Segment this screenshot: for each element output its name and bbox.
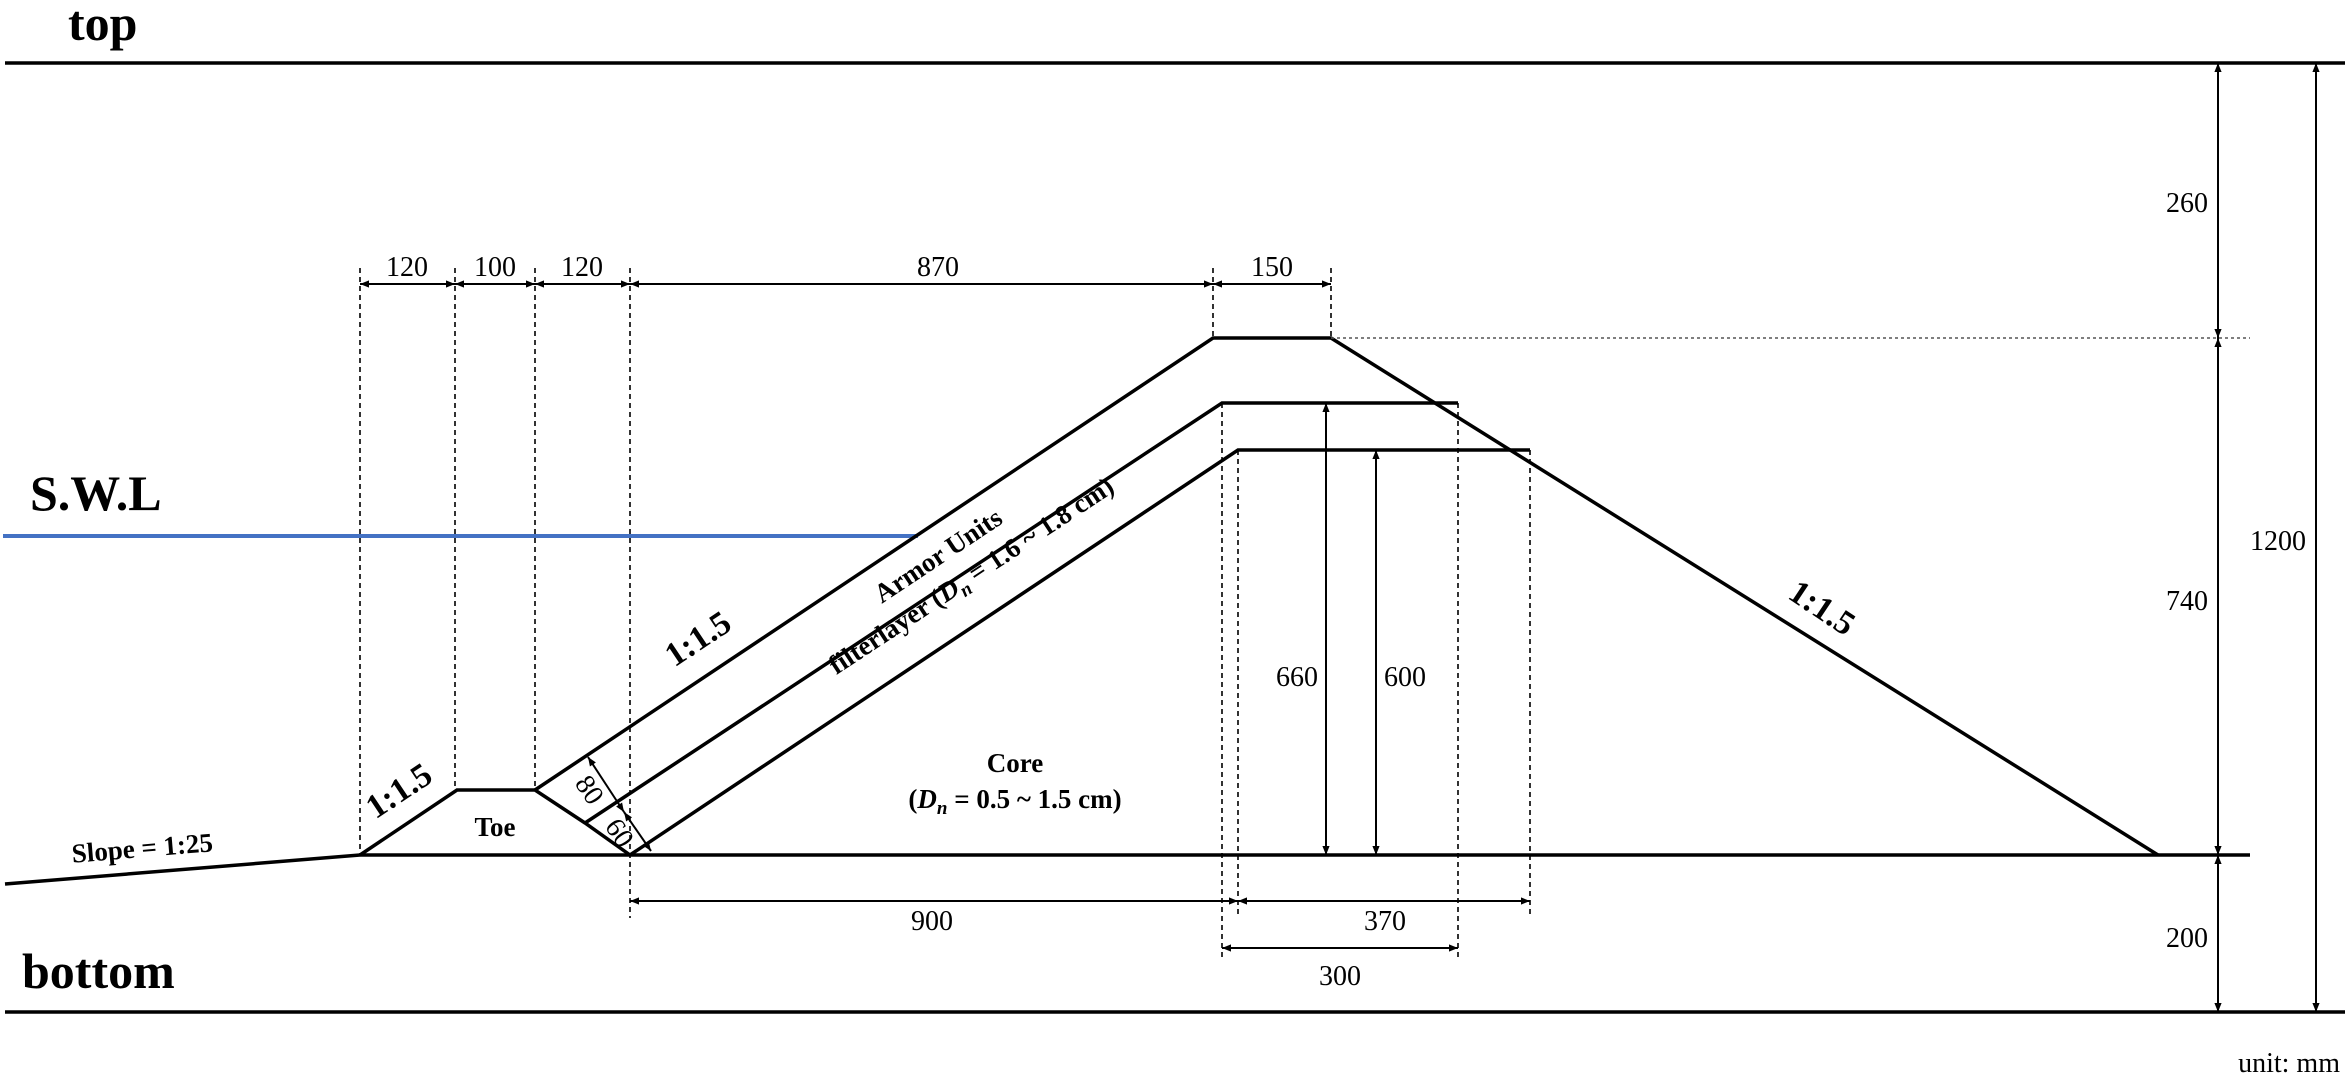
top-label: top xyxy=(68,0,137,51)
dim-740: 740 xyxy=(2166,586,2208,617)
dim-80: 80 xyxy=(568,770,609,811)
dim-660: 660 xyxy=(1276,662,1318,693)
core-diameter-range: = 0.5 ~ 1.5 cm) xyxy=(947,784,1121,814)
filter-layer-label: filterlayer (Dn = 1.6 ~ 1.8 cm) xyxy=(823,471,1122,685)
core-diameter-symbol: D xyxy=(916,784,937,814)
toe-slope-label: 1:1.5 xyxy=(359,756,438,826)
dim-870: 870 xyxy=(917,252,959,283)
core-diameter-label: (Dn = 0.5 ~ 1.5 cm) xyxy=(908,784,1121,819)
unit-label: unit: mm xyxy=(2238,1048,2340,1079)
dim-line-60 xyxy=(623,811,652,852)
dim-260: 260 xyxy=(2166,188,2208,219)
core-diameter-prefix: ( xyxy=(908,784,917,814)
seabed-slope-line xyxy=(4,853,361,886)
dim-600: 600 xyxy=(1384,662,1426,693)
dim-200: 200 xyxy=(2166,923,2208,954)
dim-300: 300 xyxy=(1319,961,1361,992)
dim-120b: 120 xyxy=(561,252,603,283)
seabed-slope-label: Slope = 1:25 xyxy=(71,827,214,868)
dim-900: 900 xyxy=(911,906,953,937)
dim-370: 370 xyxy=(1364,906,1406,937)
dim-120a: 120 xyxy=(386,252,428,283)
bottom-label: bottom xyxy=(22,943,175,999)
dim-100: 100 xyxy=(474,252,516,283)
swl-label: S.W.L xyxy=(30,465,162,521)
dim-line-80 xyxy=(587,756,625,813)
toe-label: Toe xyxy=(474,812,515,842)
core-label: Core xyxy=(987,748,1043,778)
armor-outline xyxy=(534,336,2159,857)
back-slope-label: 1:1.5 xyxy=(1782,573,1861,643)
dim-150: 150 xyxy=(1251,252,1293,283)
core-diameter-subscript: n xyxy=(937,798,948,819)
dim-60: 60 xyxy=(598,813,639,854)
dim-1200: 1200 xyxy=(2250,526,2306,557)
